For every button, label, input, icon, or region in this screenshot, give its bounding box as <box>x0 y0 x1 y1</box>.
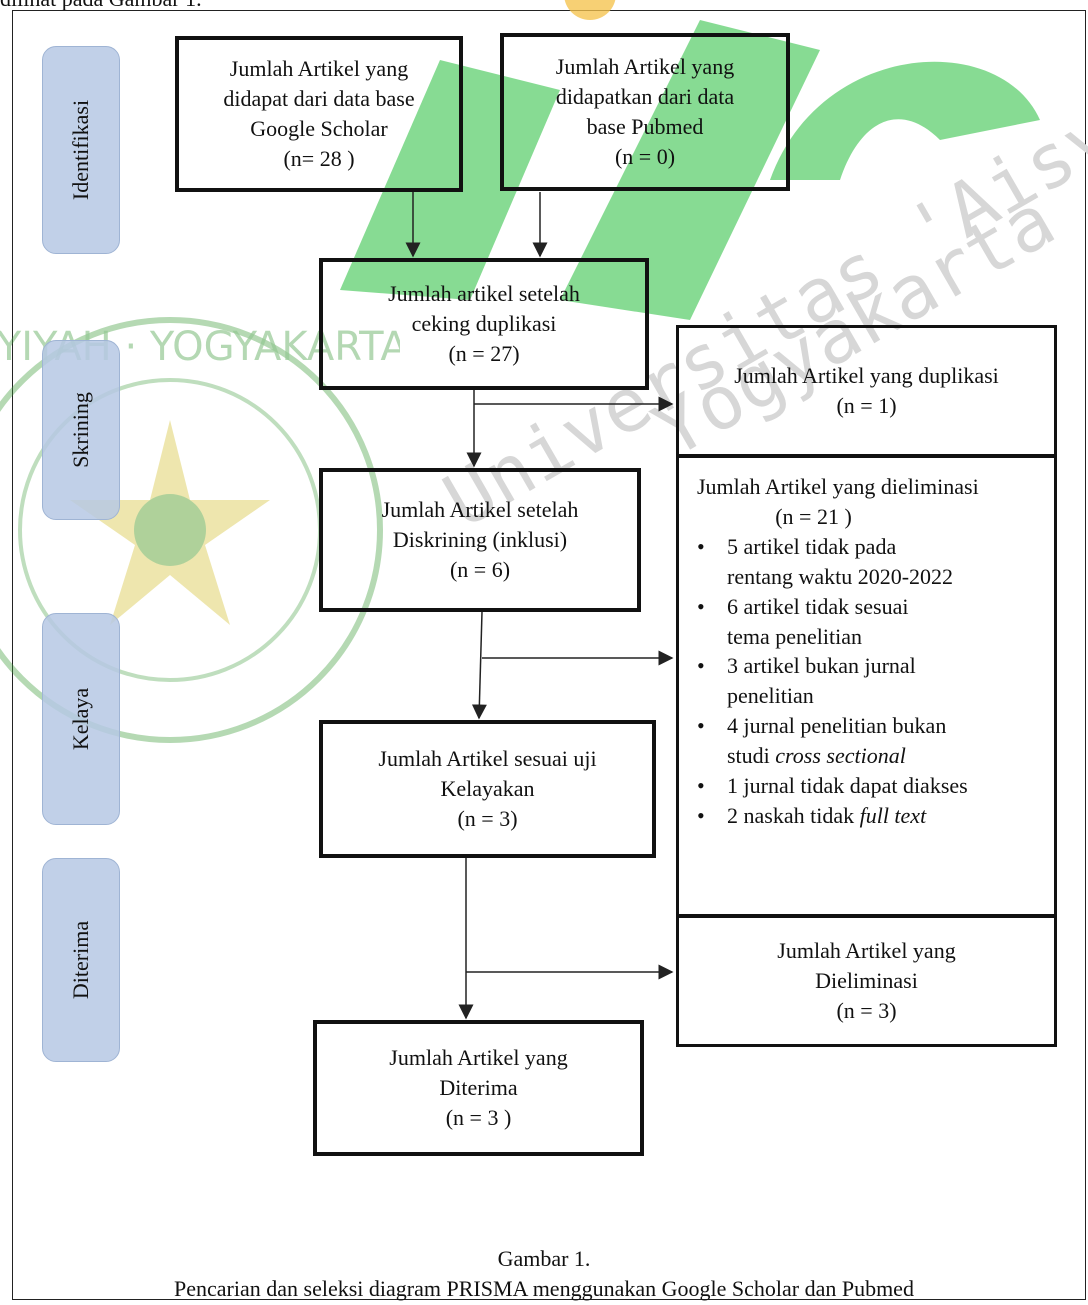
excl-reason-3-line2: penelitian <box>727 683 814 709</box>
excl-reason-2-line2: tema penelitian <box>727 623 862 649</box>
box-dieliminasi-3: Jumlah Artikel yang Dieliminasi (n = 3) <box>676 915 1057 1047</box>
excl-reason-4-line1: 4 jurnal penelitian bukan <box>727 713 947 739</box>
excl-title-line2: dieliminasi <box>880 474 979 499</box>
box-diskrining-line2: Diskrining (inklusi) <box>392 527 568 553</box>
box-dieliminasi3-line2: Dieliminasi <box>815 968 918 994</box>
excl-reason-1-line1: 5 artikel tidak pada <box>727 533 897 559</box>
box-dieliminasi3-line1: Jumlah Artikel yang <box>777 938 956 964</box>
stage-kelaya: Kelaya <box>42 613 120 825</box>
excl-reason-3-line1: 3 artikel bukan jurnal <box>727 653 916 679</box>
excl-reason-1: 5 artikel tidak pada rentang waktu 2020-… <box>697 532 1040 592</box>
excl-reason-4-prefix: studi <box>727 743 776 769</box>
box-diskrining-count: (n = 6) <box>449 556 511 582</box>
box-diterima-line1: Jumlah Artikel yang <box>389 1045 568 1071</box>
excl-reason-6-line1: 2 naskah tidak full text <box>727 801 1040 831</box>
box-pubmed-count: (n = 0) <box>614 143 676 169</box>
box-kelayakan-count: (n = 3) <box>457 805 518 831</box>
box-pubmed: Jumlah Artikel yang didapatkan dari data… <box>500 33 790 191</box>
box-google-line3: Google Scholar <box>250 116 388 141</box>
box-dieliminasi3-count: (n = 3) <box>836 997 897 1023</box>
box-artikel-dieliminasi-21: Jumlah Artikel yang dieliminasi (n = 21 … <box>676 455 1057 917</box>
excl-reasons-list: 5 artikel tidak pada rentang waktu 2020-… <box>697 532 1040 831</box>
box-ceking-line2: ceking duplikasi <box>411 311 557 337</box>
excl-reason-3: 3 artikel bukan jurnal penelitian <box>697 651 1040 711</box>
box-google-line2: didapat dari data base <box>223 86 415 112</box>
box-kelayakan: Jumlah Artikel sesuai uji Kelayakan (n =… <box>319 720 656 858</box>
preceding-text: dilihat pada Gambar 1. <box>0 0 202 12</box>
box-diskrining-line1: Jumlah Artikel setelah <box>381 497 579 523</box>
box-diskrining: Jumlah Artikel setelah Diskrining (inklu… <box>319 468 641 612</box>
excl-reason-4: 4 jurnal penelitian bukan studi cross se… <box>697 711 1040 771</box>
box-kelayakan-line1: Jumlah Artikel sesuai uji <box>378 746 597 772</box>
stage-skrining: Skrining <box>42 340 120 520</box>
excl-reason-5-line1: 1 jurnal tidak dapat diakses <box>727 773 968 799</box>
box-artikel-duplikasi: Jumlah Artikel yang duplikasi (n = 1) <box>676 325 1057 457</box>
box-ceking-duplikasi: Jumlah artikel setelah ceking duplikasi … <box>319 258 649 390</box>
excl-reason-1-line2: rentang waktu 2020-2022 <box>727 563 954 589</box>
box-diterima: Jumlah Artikel yang Diterima (n = 3 ) <box>313 1020 644 1156</box>
box-google-scholar: Jumlah Artikel yang didapat dari data ba… <box>175 36 463 192</box>
box-duplikasi-count: (n = 1) <box>836 393 897 418</box>
excl-reason-5: 1 jurnal tidak dapat diakses <box>697 771 1040 801</box>
excl-reason-4-line2: studi cross sectional <box>727 741 1040 771</box>
excl-title-line1: Jumlah Artikel yang <box>697 474 876 499</box>
excl-reason-6-prefix: 2 naskah tidak <box>727 802 860 828</box>
box-diterima-line2: Diterima <box>439 1075 518 1101</box>
caption-description: Pencarian dan seleksi diagram PRISMA men… <box>174 1276 914 1302</box>
box-pubmed-line2: didapatkan dari data <box>555 84 735 110</box>
box-kelayakan-line2: Kelayakan <box>440 776 535 802</box>
excl-reason-2-line1: 6 artikel tidak sesuai <box>727 593 909 619</box>
excl-reason-4-italic: cross sectional <box>775 743 906 769</box>
excl-reason-6-italic: full text <box>859 802 927 828</box>
excl-reason-2: 6 artikel tidak sesuai tema penelitian <box>697 592 1040 652</box>
stage-diterima: Diterima <box>42 858 120 1062</box>
stage-identifikasi: Identifikasi <box>42 46 120 254</box>
box-ceking-count: (n = 27) <box>448 340 520 366</box>
box-duplikasi-line1: Jumlah Artikel yang duplikasi <box>734 363 999 389</box>
box-diterima-count: (n = 3 ) <box>445 1104 512 1130</box>
box-google-line1: Jumlah Artikel yang <box>229 56 409 82</box>
box-pubmed-line1: Jumlah Artikel yang <box>555 54 735 80</box>
box-ceking-line1: Jumlah artikel setelah <box>388 281 580 307</box>
box-pubmed-line3: base Pubmed <box>586 114 704 139</box>
watermark-shape <box>340 0 1040 320</box>
excl-reason-6: 2 naskah tidak full text <box>697 801 1040 831</box>
box-google-count: (n= 28 ) <box>283 145 355 171</box>
excl-count: (n = 21 ) <box>775 503 852 529</box>
caption-title: Gambar 1. <box>497 1246 591 1271</box>
